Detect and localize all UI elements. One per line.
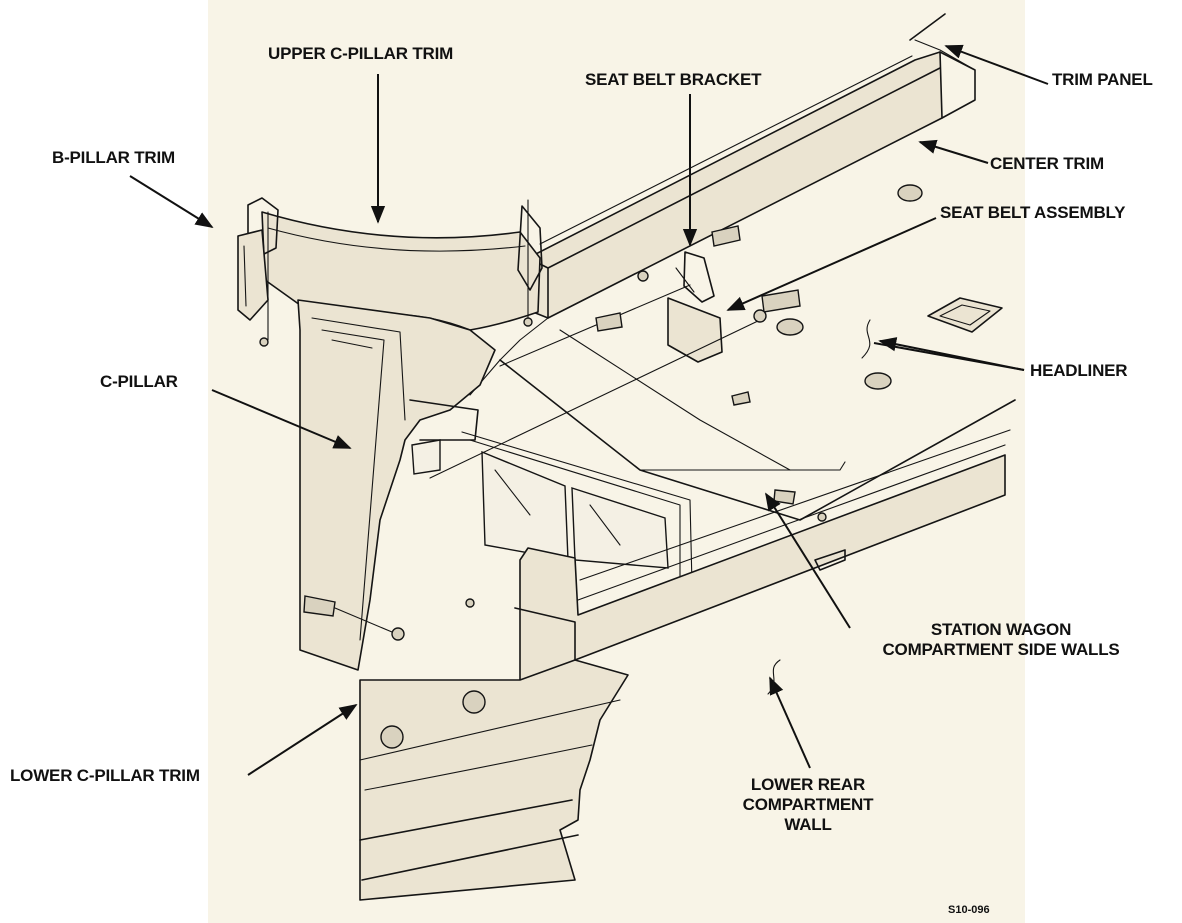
- label-trim-panel: TRIM PANEL: [1052, 70, 1153, 89]
- label-station-wagon-line2: COMPARTMENT SIDE WALLS: [882, 640, 1120, 659]
- roof-headliner-surface: [469, 317, 1016, 521]
- figure-code: S10-096: [948, 904, 990, 916]
- label-seat-belt-assembly: SEAT BELT ASSEMBLY: [940, 203, 1126, 222]
- label-upper-c-pillar-trim: UPPER C-PILLAR TRIM: [268, 44, 454, 63]
- center-trim-rail: [527, 13, 976, 319]
- label-b-pillar-trim: B-PILLAR TRIM: [52, 148, 175, 167]
- label-center-trim: CENTER TRIM: [990, 154, 1104, 173]
- c-pillar-part: [297, 299, 496, 671]
- label-station-wagon-side-walls: STATION WAGON COMPARTMENT SIDE WALLS: [856, 620, 1146, 660]
- label-headliner: HEADLINER: [1030, 361, 1128, 380]
- leader-lines: [129, 44, 1049, 776]
- label-seat-belt-bracket: SEAT BELT BRACKET: [585, 70, 762, 89]
- rear-window-glass: [461, 431, 693, 586]
- label-lower-rear-line2: COMPARTMENT: [742, 795, 874, 814]
- label-lower-rear-line3: WALL: [784, 815, 832, 834]
- compartment-side-wall: [519, 429, 1011, 691]
- lower-c-pillar-trim-part: [359, 607, 629, 901]
- b-pillar-trim-part: [237, 229, 269, 321]
- label-lower-rear-compartment-wall: LOWER REAR COMPARTMENT WALL: [738, 775, 878, 835]
- label-c-pillar: C-PILLAR: [100, 372, 178, 391]
- seat-belt-assembly-part: [303, 225, 801, 641]
- label-station-wagon-line1: STATION WAGON: [930, 620, 1072, 639]
- label-lower-c-pillar-trim: LOWER C-PILLAR TRIM: [10, 766, 200, 785]
- label-lower-rear-line1: LOWER REAR: [750, 775, 866, 794]
